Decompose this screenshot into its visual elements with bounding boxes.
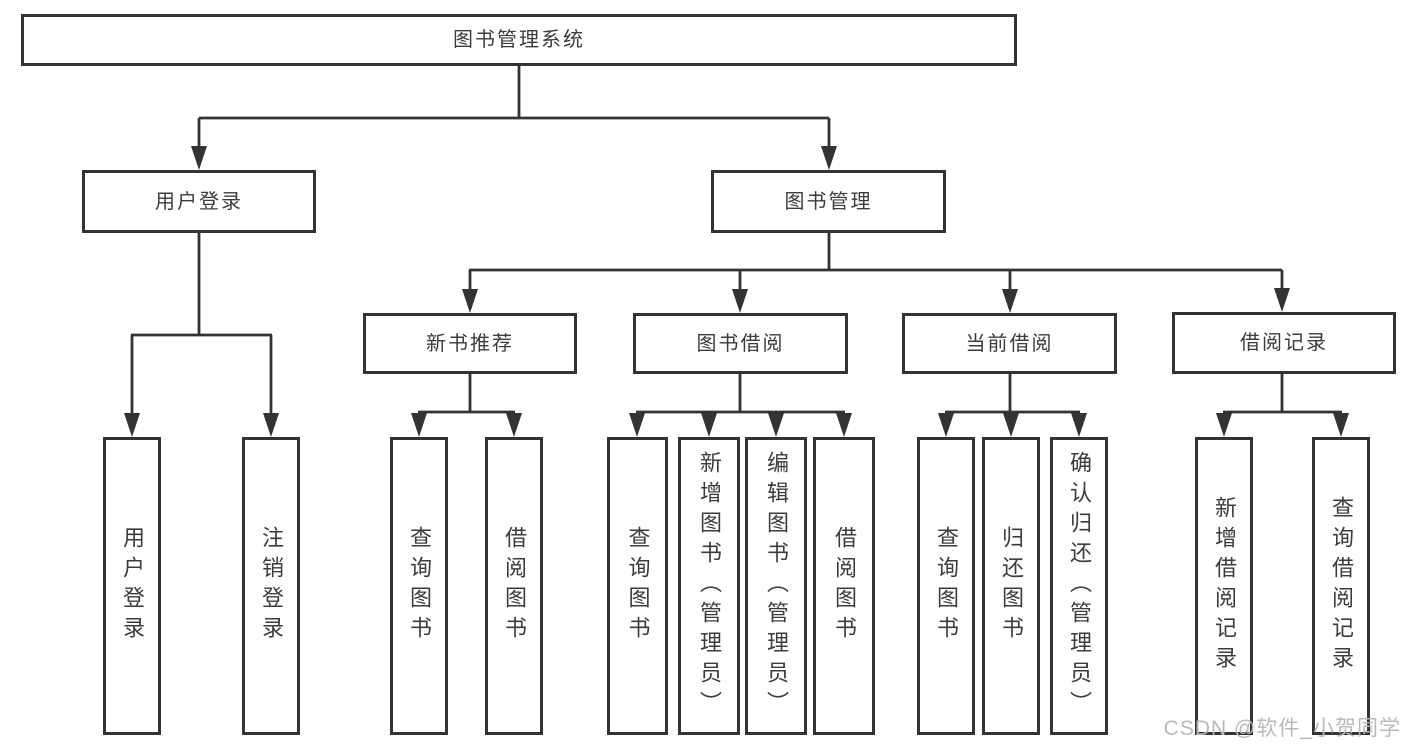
- leaf-borrow-books-borrowing: 借阅图书: [813, 437, 875, 735]
- node-label: 借阅图书: [502, 526, 527, 646]
- node-label: 当前借阅: [965, 332, 1054, 355]
- leaf-search-books-current: 查询图书: [917, 437, 975, 735]
- node-label: 查询图书: [407, 526, 432, 646]
- node-label: 归还图书: [999, 526, 1024, 646]
- arrowhead-down-icon: [1274, 288, 1290, 312]
- node-label: 查询图书: [625, 526, 651, 646]
- leaf-search-books-recommend: 查询图书: [390, 437, 448, 735]
- arrowhead-down-icon: [938, 413, 954, 437]
- arrowhead-down-icon: [263, 413, 279, 437]
- arrowhead-down-icon: [1003, 413, 1019, 437]
- node-label: 图书管理系统: [453, 29, 585, 51]
- arrowhead-down-icon: [1002, 289, 1018, 313]
- node-label: 注销登录: [259, 526, 284, 646]
- arrowhead-down-icon: [701, 413, 717, 437]
- arrowhead-down-icon: [124, 413, 140, 437]
- node-label: 用户登录: [155, 190, 243, 213]
- node-label: 借阅图书: [832, 526, 857, 646]
- arrowhead-down-icon: [836, 413, 852, 437]
- node-current-borrowing: 当前借阅: [902, 313, 1117, 374]
- node-borrowing-records: 借阅记录: [1172, 312, 1396, 374]
- node-label: 图书借阅: [696, 332, 785, 355]
- node-label: 确认归还（管理员）: [1067, 451, 1092, 721]
- arrowhead-down-icon: [462, 289, 478, 313]
- node-label: 新增图书（管理员）: [697, 451, 722, 721]
- leaf-borrow-books-recommend: 借阅图书: [485, 437, 543, 735]
- arrowhead-down-icon: [732, 289, 748, 313]
- leaf-add-book-admin: 新增图书（管理员）: [678, 437, 740, 735]
- leaf-add-borrow-record: 新增借阅记录: [1195, 437, 1253, 735]
- node-label: 图书管理: [784, 190, 873, 213]
- node-new-book-recommend: 新书推荐: [363, 313, 577, 374]
- arrowhead-down-icon: [1071, 413, 1087, 437]
- node-label: 新增借阅记录: [1212, 496, 1237, 676]
- node-label: 查询借阅记录: [1329, 496, 1354, 676]
- leaf-return-books: 归还图书: [982, 437, 1040, 735]
- arrowhead-down-icon: [191, 146, 207, 170]
- node-book-management: 图书管理: [711, 170, 946, 233]
- leaf-confirm-return-admin: 确认归还（管理员）: [1050, 437, 1108, 735]
- node-user-login: 用户登录: [82, 170, 316, 233]
- csdn-watermark: CSDN @软件_小贺同学: [1163, 717, 1401, 740]
- arrowhead-down-icon: [768, 413, 784, 437]
- arrowhead-down-icon: [1216, 413, 1232, 437]
- node-library-management-system: 图书管理系统: [21, 14, 1017, 66]
- arrowhead-down-icon: [506, 413, 522, 437]
- leaf-edit-book-admin: 编辑图书（管理员）: [745, 437, 807, 735]
- leaf-search-borrow-record: 查询借阅记录: [1312, 437, 1370, 735]
- node-label: 查询图书: [934, 526, 959, 646]
- node-label: 新书推荐: [426, 332, 514, 355]
- leaf-logout-login: 注销登录: [242, 437, 300, 735]
- leaf-search-books-borrowing: 查询图书: [607, 437, 668, 735]
- node-label: 用户登录: [120, 526, 145, 646]
- node-label: 编辑图书（管理员）: [764, 451, 789, 721]
- arrowhead-down-icon: [1333, 413, 1349, 437]
- arrowhead-down-icon: [629, 413, 645, 437]
- leaf-user-login: 用户登录: [103, 437, 161, 735]
- node-book-borrowing: 图书借阅: [633, 313, 848, 374]
- node-label: 借阅记录: [1240, 332, 1328, 354]
- arrowhead-down-icon: [821, 146, 837, 170]
- arrowhead-down-icon: [411, 413, 427, 437]
